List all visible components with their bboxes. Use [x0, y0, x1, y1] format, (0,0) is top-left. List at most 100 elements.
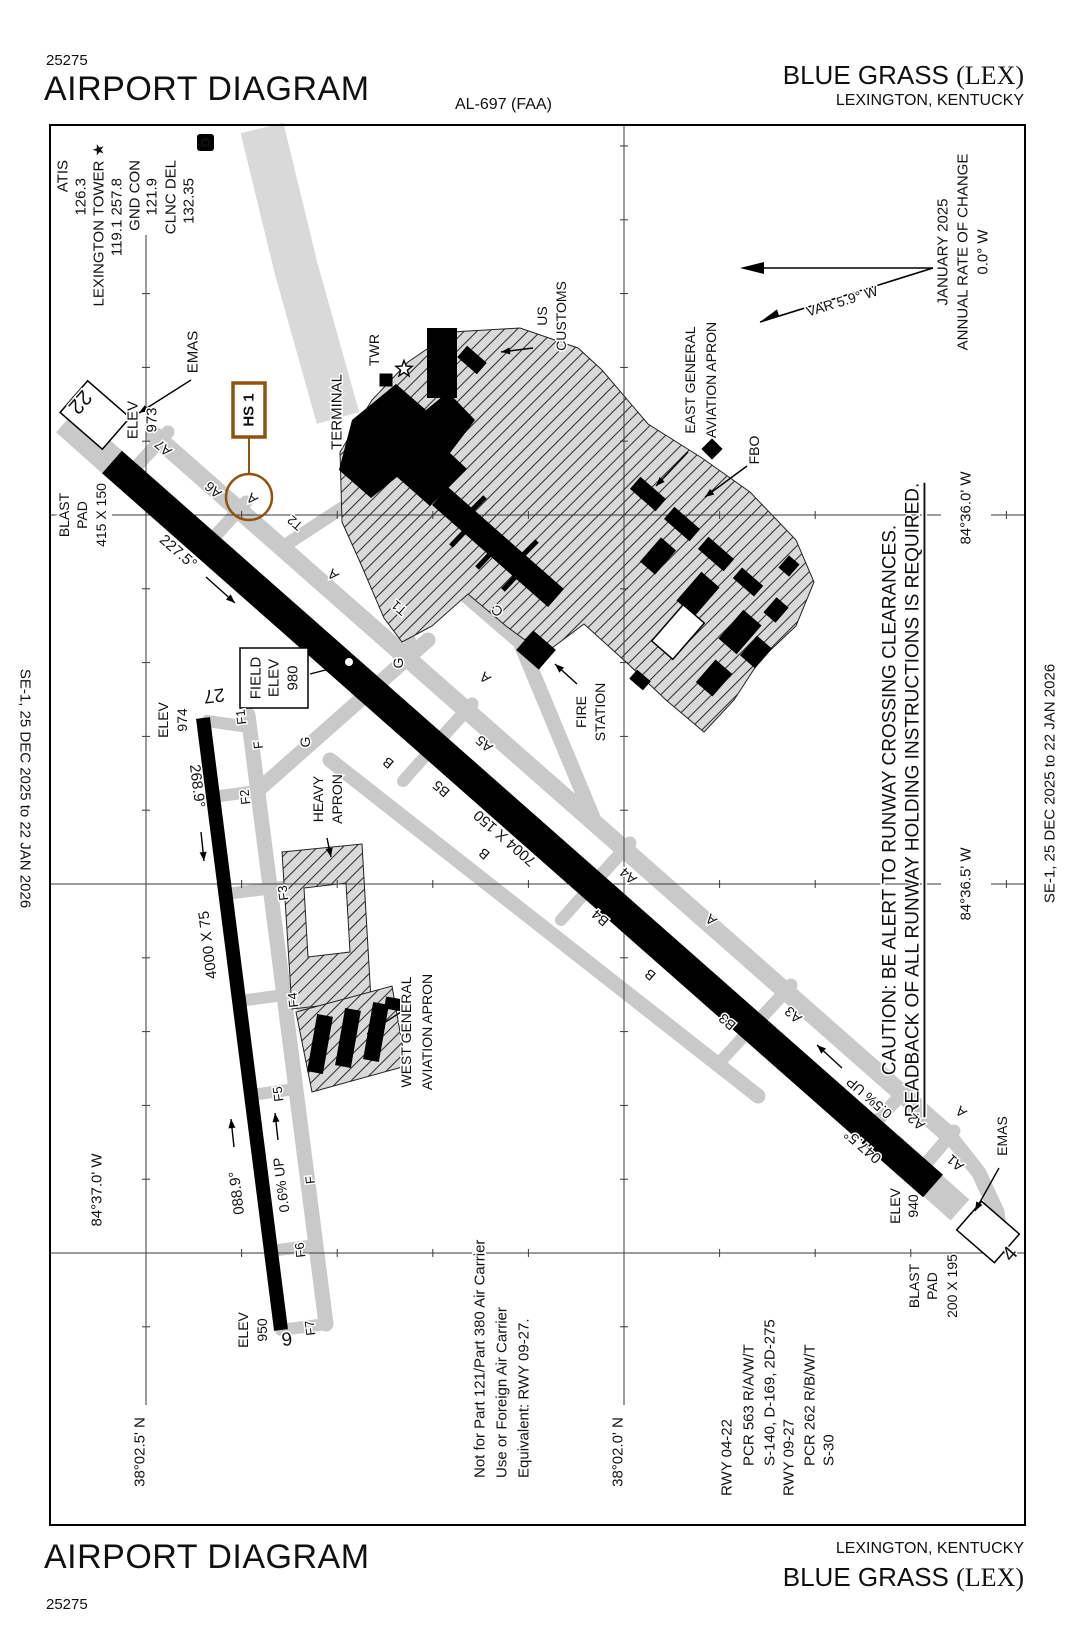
diagram-label: JANUARY 2025 — [935, 198, 952, 305]
diagram-label: LEXINGTON TOWER ★ — [91, 143, 108, 306]
diagram-label: BLAST — [56, 492, 72, 537]
diagram-label: 9 — [280, 1329, 293, 1351]
diagram-label: ELEV — [235, 1311, 251, 1347]
diagram-label: F4 — [285, 992, 302, 1009]
airport-city-top: LEXINGTON, KENTUCKY — [835, 92, 1024, 109]
diagram-label: F5 — [270, 1086, 287, 1103]
building-shape — [701, 438, 723, 460]
diagram-label: ELEV — [266, 659, 283, 697]
building-shape — [663, 506, 701, 542]
diagram-label: F — [302, 1175, 318, 1185]
beacon-star-icon — [394, 358, 414, 378]
diagram-label: G — [297, 737, 313, 748]
arrow-head — [656, 477, 665, 486]
diagram-label: BLAST — [906, 1263, 922, 1308]
diagram-label: GND CON — [127, 160, 144, 231]
chart-number-bottom: 25275 — [46, 1596, 88, 1613]
page-title-bottom: AIRPORT DIAGRAM — [44, 1538, 370, 1576]
diagram-label: PAD — [74, 501, 90, 529]
terminal-pier — [432, 486, 564, 608]
leader-arrow — [138, 379, 192, 414]
arrow-head — [272, 1113, 280, 1123]
north-arrow-icon — [740, 262, 764, 274]
hotspot-label: HS 1 — [241, 393, 258, 426]
arrow-head — [975, 1201, 983, 1211]
diagram-label: Use or Foreign Air Carrier — [494, 1307, 511, 1478]
diagram-label: 940 — [905, 1194, 921, 1218]
emas-pad — [59, 379, 131, 451]
arrow-head — [331, 664, 341, 672]
arrow-head — [367, 1026, 377, 1034]
diagram-label: 950 — [254, 1318, 270, 1342]
diagram-label: A — [476, 668, 494, 687]
airport-city-bottom: LEXINGTON, KENTUCKY — [835, 1540, 1024, 1557]
diagram-label: FIELD — [248, 657, 265, 700]
diagram-label: Equivalent: RWY 09-27. — [516, 1318, 533, 1478]
diagram-label: ELEV — [887, 1187, 903, 1223]
diagram-label: 973 — [144, 407, 161, 432]
building-shape — [384, 996, 404, 1012]
diagram-label: HEAVY — [310, 775, 326, 822]
blast-pad — [923, 1175, 970, 1221]
diagram-label: F7 — [302, 1320, 319, 1337]
diagram-label: B5 — [429, 777, 453, 800]
building-shape — [778, 555, 800, 577]
arrow-head — [555, 664, 565, 673]
diagram-label: EMAS — [994, 1116, 1010, 1156]
page-title-top: AIRPORT DIAGRAM — [44, 70, 370, 108]
taxiway-A — [146, 427, 959, 1145]
blast-pad — [56, 409, 122, 474]
diagram-label: TWR — [366, 334, 382, 366]
diagram-label: CUSTOMS — [553, 281, 569, 351]
diagram-label: PCR 563 R/A/W/T — [741, 1344, 758, 1466]
chart-border — [49, 124, 1026, 1526]
airport-name-top: BLUE GRASS (LEX) — [782, 60, 1024, 90]
building-shape — [379, 373, 393, 387]
runway-04-22 — [102, 450, 943, 1198]
diagram-label: PCR 262 R/B/W/T — [802, 1344, 819, 1466]
diagram-label: 119.1 257.8 — [109, 178, 126, 256]
terminal-pier — [449, 528, 468, 548]
arrow-head — [199, 851, 207, 861]
building-shape — [639, 537, 677, 575]
arrow-head — [325, 847, 333, 857]
diagram-label: 84°36.5' W — [958, 847, 975, 921]
magnetic-north-line — [759, 267, 934, 323]
diagram-label: 088.9° — [226, 1170, 248, 1215]
taxiway-F7 — [275, 1318, 332, 1336]
taxiway-F1 — [201, 715, 255, 733]
diagram-label: F3 — [275, 885, 292, 902]
building-shape — [697, 536, 735, 572]
building-shape — [307, 1014, 333, 1074]
taxiway-F2 — [207, 785, 262, 803]
airport-id-top: (LEX) — [956, 61, 1024, 90]
building-shape — [457, 345, 487, 375]
diagram-label: ANNUAL RATE OF CHANGE — [955, 154, 972, 351]
taxiway-T2 — [277, 501, 349, 553]
diagram-label: 121.9 — [144, 178, 161, 216]
diagram-label: STATION — [592, 683, 608, 742]
airport-name-bottom: BLUE GRASS (LEX) — [782, 1562, 1024, 1592]
taxiway-F5 — [245, 1083, 302, 1101]
arrow-head — [501, 347, 511, 355]
diagram-label: VAR 5.9° W — [804, 282, 880, 319]
diagram-label: 0.0° W — [975, 229, 992, 275]
diagram-label: FIRE — [573, 696, 589, 728]
diagram-label: 980 — [285, 665, 302, 690]
diagram-label: AVIATION APRON — [419, 974, 435, 1090]
arrow-head — [228, 1119, 236, 1129]
taxiway-F6 — [265, 1239, 322, 1257]
diagram-label: F6 — [292, 1242, 309, 1259]
diagram-label: 132.35 — [181, 178, 198, 224]
diagram-label: 0.6% UP — [270, 1157, 293, 1214]
diagram-label: B — [641, 966, 659, 984]
chart-number-top: 25275 — [46, 52, 88, 69]
hotspot-circle — [224, 472, 274, 522]
emas-pad — [955, 1200, 1021, 1264]
diagram-label: US — [534, 306, 550, 325]
taxiway-C — [454, 584, 602, 828]
diagram-label: WEST GENERAL — [398, 976, 414, 1087]
diagram-label: S-30 — [821, 1434, 838, 1466]
diagram-label: PAD — [924, 1272, 940, 1300]
